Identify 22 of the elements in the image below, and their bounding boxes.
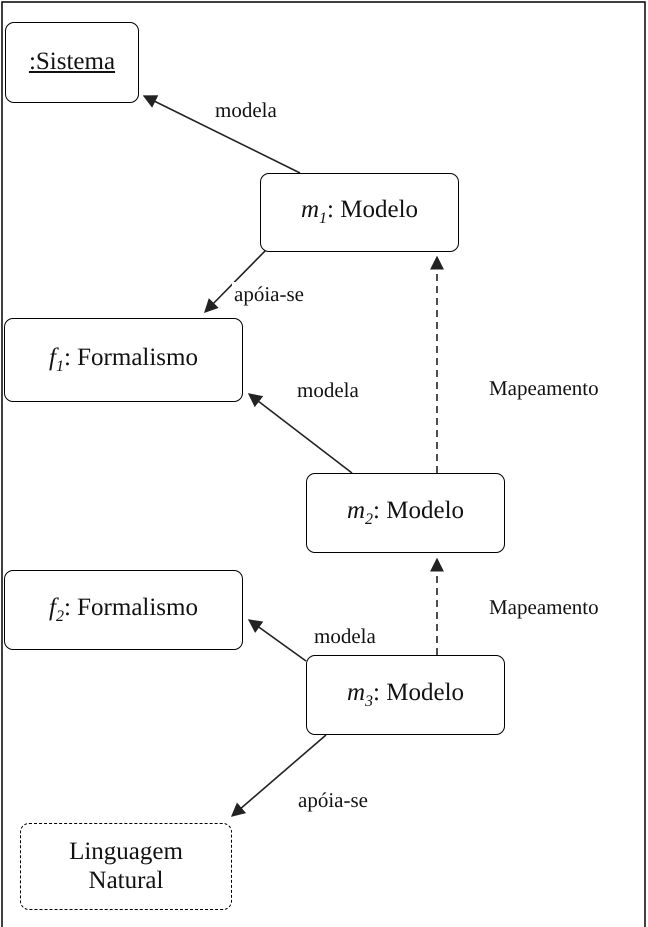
node-label: f$_{1}$: Formalismo — [49, 344, 198, 376]
arrow — [142, 95, 300, 174]
arrow — [430, 256, 444, 473]
object-box — [260, 173, 459, 252]
node-label: Linguagem Natural — [68, 838, 184, 896]
object-box — [20, 823, 232, 910]
object-box — [306, 473, 505, 553]
object-box — [5, 22, 139, 103]
edge-label: apóia-se — [232, 282, 306, 307]
object-box — [4, 570, 243, 650]
object-box — [306, 655, 505, 735]
node-label: :Sistema — [28, 48, 116, 77]
node-label: f$_{2}$: Formalismo — [49, 594, 198, 626]
arrow — [248, 619, 306, 662]
arrow — [430, 558, 444, 655]
arrow — [204, 249, 267, 313]
node-label: m$_{1}$: Modelo — [300, 196, 418, 229]
arrow — [248, 393, 352, 474]
node-label: m$_{3}$: Modelo — [346, 678, 464, 712]
arrow — [230, 734, 327, 817]
object-box — [4, 318, 243, 402]
node-label: m$_{2}$: Modelo — [346, 496, 464, 530]
